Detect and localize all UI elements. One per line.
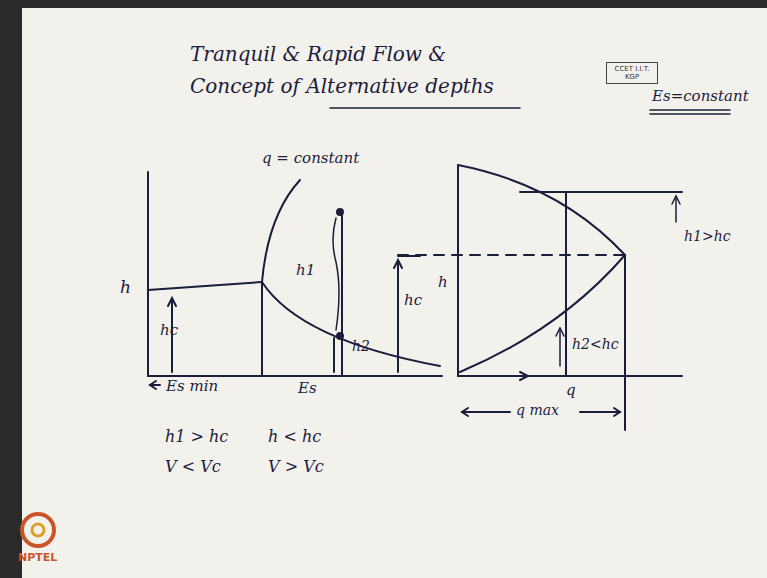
slide-title: Tranquil & Rapid Flow & Concept of Alter…	[190, 38, 520, 102]
diagram-label: h1	[296, 262, 315, 279]
diagram-label: h	[438, 274, 448, 291]
diagram-label: h	[120, 278, 131, 298]
stamp-box: CCET I.I.T. KGP	[606, 62, 658, 84]
diagram-label: h < hc	[268, 428, 321, 446]
diagram-label: Es min	[166, 378, 218, 395]
diagram-label: V < Vc	[165, 458, 221, 476]
diagram-label: hc	[160, 322, 178, 339]
diagram-label: q = constant	[262, 150, 359, 167]
diagram-label: V > Vc	[268, 458, 324, 476]
diagram-label: h1 > hc	[165, 428, 228, 446]
diagram-label: q	[566, 382, 576, 399]
stamp-text: CCET I.I.T. KGP	[611, 65, 653, 81]
diagram-label: h2	[352, 338, 370, 354]
logo-text: NPTEL	[18, 552, 57, 565]
diagram-label: h2<hc	[572, 336, 619, 352]
diagram-label: Es	[298, 380, 317, 397]
diagram-label: Es=constant	[652, 88, 749, 105]
diagram-label: hc	[404, 292, 422, 309]
diagram-label: q max	[514, 402, 561, 418]
diagram-label: h1>hc	[684, 228, 731, 244]
